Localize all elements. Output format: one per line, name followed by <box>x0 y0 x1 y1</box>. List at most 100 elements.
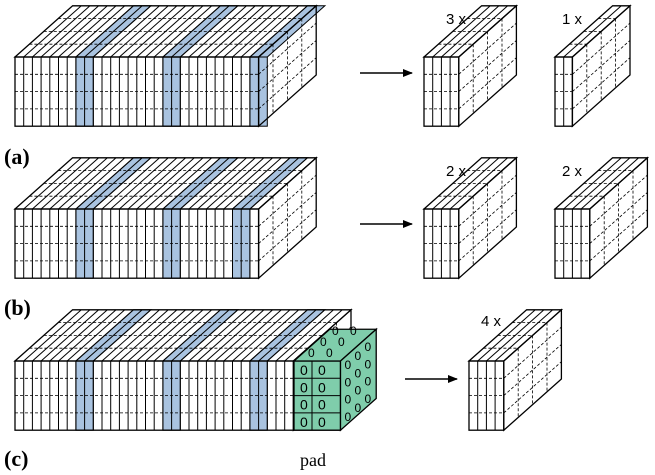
side-grid <box>572 22 631 75</box>
side-face <box>571 4 631 128</box>
pad-zero: 0 <box>350 324 357 338</box>
top-grid <box>49 309 108 362</box>
side-grid <box>589 192 648 244</box>
pad-zero: 0 <box>308 346 315 360</box>
side-grid <box>572 40 631 92</box>
side-grid <box>458 192 517 244</box>
side-grid <box>458 22 517 75</box>
row-a-output-1-block <box>422 4 519 128</box>
row-a-label: (a) <box>4 144 30 169</box>
top-grid <box>249 309 308 362</box>
top-grid <box>432 157 491 210</box>
pad-zero: 0 <box>345 358 352 372</box>
top-grid <box>58 309 117 362</box>
row-c-label: (c) <box>4 446 28 471</box>
side-face <box>503 308 563 432</box>
top-grid <box>92 309 152 362</box>
top-grid <box>477 309 536 362</box>
side-grid <box>258 22 317 75</box>
top-grid <box>258 309 317 362</box>
pad-zero: 0 <box>338 335 345 349</box>
row-a-output-1-multiplier: 3 x <box>446 11 467 28</box>
top-grid <box>223 5 282 58</box>
top-grid <box>284 309 343 362</box>
side-grid <box>258 209 317 262</box>
row-c-input-block <box>13 308 353 432</box>
top-grid <box>119 5 178 58</box>
row-b-output-2-multiplier: 2 x <box>562 163 583 180</box>
side-grid <box>458 174 517 227</box>
pad-side <box>339 327 377 432</box>
pad-zero: 0 <box>345 410 352 424</box>
top-grid <box>223 309 282 362</box>
pad-zero: 0 <box>332 324 339 338</box>
top-grid <box>92 157 152 210</box>
top-grid <box>153 5 213 58</box>
pad-zero: 0 <box>345 375 352 389</box>
pad-zero: 0 <box>318 362 326 378</box>
pad-zero: 0 <box>320 335 327 349</box>
pad-zero: 0 <box>355 401 362 415</box>
side-grid <box>258 40 317 92</box>
side-grid <box>258 174 317 227</box>
side-grid <box>458 57 517 110</box>
row-b-output-1-multiplier: 2 x <box>446 163 467 180</box>
row-a-output-2-multiplier: 1 x <box>562 11 583 28</box>
top-grid <box>23 5 82 58</box>
top-grid <box>223 157 282 210</box>
top-grid <box>84 5 143 58</box>
side-face <box>589 156 649 280</box>
top-grid <box>127 157 187 210</box>
top-grid <box>153 309 213 362</box>
top-grid <box>188 157 247 210</box>
top-grid <box>249 5 308 58</box>
row-b-input-block <box>13 156 318 280</box>
top-grid <box>49 5 108 58</box>
side-grid <box>589 174 648 227</box>
pad-zero: 0 <box>355 349 362 363</box>
top-grid <box>188 309 247 362</box>
pad-zero: 0 <box>326 346 333 360</box>
pad-zero: 0 <box>300 362 308 378</box>
top-grid <box>188 5 247 58</box>
row-c-output-1-multiplier: 4 x <box>481 313 502 330</box>
pad-zero: 0 <box>365 357 372 371</box>
row-c-output-1-block <box>467 308 564 432</box>
side-grid <box>572 57 631 110</box>
pad-zero: 0 <box>355 366 362 380</box>
top-grid <box>127 5 187 58</box>
top-grid <box>432 5 491 58</box>
side-grid <box>458 209 517 262</box>
top-grid <box>84 309 143 362</box>
pad-zero: 0 <box>365 375 372 389</box>
top-grid <box>23 157 82 210</box>
pad-zero: 0 <box>318 397 326 413</box>
pad-zero: 0 <box>365 340 372 354</box>
side-grid <box>503 361 562 414</box>
top-grid <box>249 157 308 210</box>
top-grid <box>119 309 178 362</box>
pad-label: pad <box>300 450 326 470</box>
side-face <box>257 4 317 128</box>
side-face <box>458 156 518 280</box>
side-grid <box>458 40 517 92</box>
side-grid <box>258 57 317 110</box>
top-grid <box>23 309 82 362</box>
top-grid <box>119 157 178 210</box>
pad-zero: 0 <box>355 384 362 398</box>
pad-zero: 0 <box>365 392 372 406</box>
row-b-output-1-block <box>422 156 519 280</box>
side-face <box>257 156 317 280</box>
side-grid <box>589 209 648 262</box>
row-a-input-block <box>13 4 327 128</box>
top-grid <box>49 157 108 210</box>
side-grid <box>503 344 562 396</box>
top-grid <box>127 309 187 362</box>
top-grid <box>58 157 117 210</box>
top-grid <box>84 157 143 210</box>
pad-zero: 0 <box>300 397 308 413</box>
row-b-label: (b) <box>4 295 31 320</box>
side-face <box>458 4 518 128</box>
